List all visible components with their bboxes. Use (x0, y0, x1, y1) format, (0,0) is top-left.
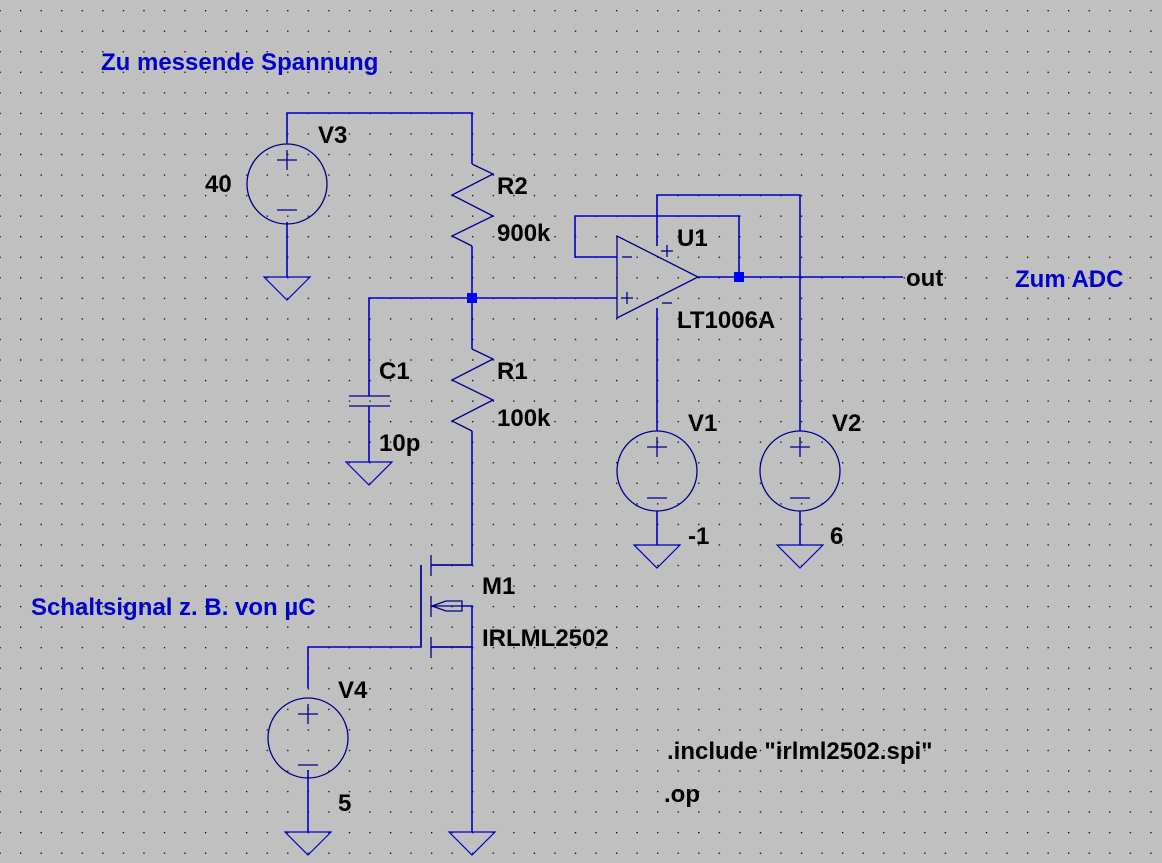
c1-name: C1 (379, 358, 410, 385)
mosfet-m1[interactable] (420, 555, 472, 658)
wire-c1-node-opamp[interactable] (368, 297, 617, 396)
opamp-triangle-icon (616, 234, 700, 320)
v3-value[interactable]: 40 (205, 171, 232, 198)
wire-vplus-v2[interactable] (656, 194, 801, 431)
source-circle-icon (759, 430, 841, 512)
r2-value[interactable]: 900k (497, 220, 551, 247)
junction-output-node (734, 272, 744, 282)
c1-value[interactable]: 10p (379, 430, 420, 457)
u1-value[interactable]: LT1006A (677, 307, 775, 334)
source-circle-icon (246, 143, 328, 225)
ground-icon-v4 (283, 831, 333, 856)
directive-op[interactable]: .op (664, 781, 700, 808)
opamp-u1[interactable] (616, 234, 700, 320)
v4-name: V4 (338, 677, 368, 704)
voltage-source-v2[interactable] (759, 430, 841, 512)
v4-value[interactable]: 5 (338, 790, 351, 817)
ground-icon-v2 (775, 544, 825, 569)
net-label-out[interactable]: out (906, 265, 943, 292)
resistor-r2[interactable] (450, 163, 495, 247)
source-circle-icon (267, 697, 349, 779)
ground-icon-c1 (344, 461, 394, 486)
wire-v3-r2[interactable] (286, 112, 473, 164)
r2-name: R2 (497, 173, 528, 200)
ground-icon-v3 (262, 276, 312, 301)
r1-name: R1 (497, 358, 528, 385)
directive-include[interactable]: .include "irlml2502.spi" (667, 738, 933, 765)
r1-value[interactable]: 100k (497, 405, 551, 432)
wire-feedback[interactable] (574, 215, 740, 277)
comment-to-adc[interactable]: Zum ADC (1015, 266, 1123, 293)
voltage-source-v4[interactable] (267, 697, 349, 779)
voltage-source-v1[interactable] (616, 430, 698, 512)
ground-icon-m1 (447, 831, 497, 856)
v3-name: V3 (318, 122, 347, 149)
capacitor-c1[interactable] (349, 395, 390, 407)
v2-name: V2 (832, 410, 861, 437)
m1-name: M1 (482, 573, 515, 600)
comment-switch-signal[interactable]: Schaltsignal z. B. von µC (31, 594, 316, 621)
v1-value[interactable]: -1 (688, 523, 709, 550)
u1-name: U1 (677, 225, 708, 252)
voltage-source-v3[interactable] (246, 142, 328, 225)
source-circle-icon (616, 430, 698, 512)
wire-body-source[interactable] (462, 605, 473, 647)
comment-measured-voltage[interactable]: Zu messende Spannung (101, 49, 378, 76)
v2-value[interactable]: 6 (830, 523, 843, 550)
m1-value[interactable]: IRLML2502 (482, 625, 609, 652)
v1-name: V1 (688, 410, 717, 437)
ground-icon-v1 (632, 544, 682, 569)
junction-divider-node (467, 293, 477, 303)
resistor-r1[interactable] (450, 348, 495, 432)
